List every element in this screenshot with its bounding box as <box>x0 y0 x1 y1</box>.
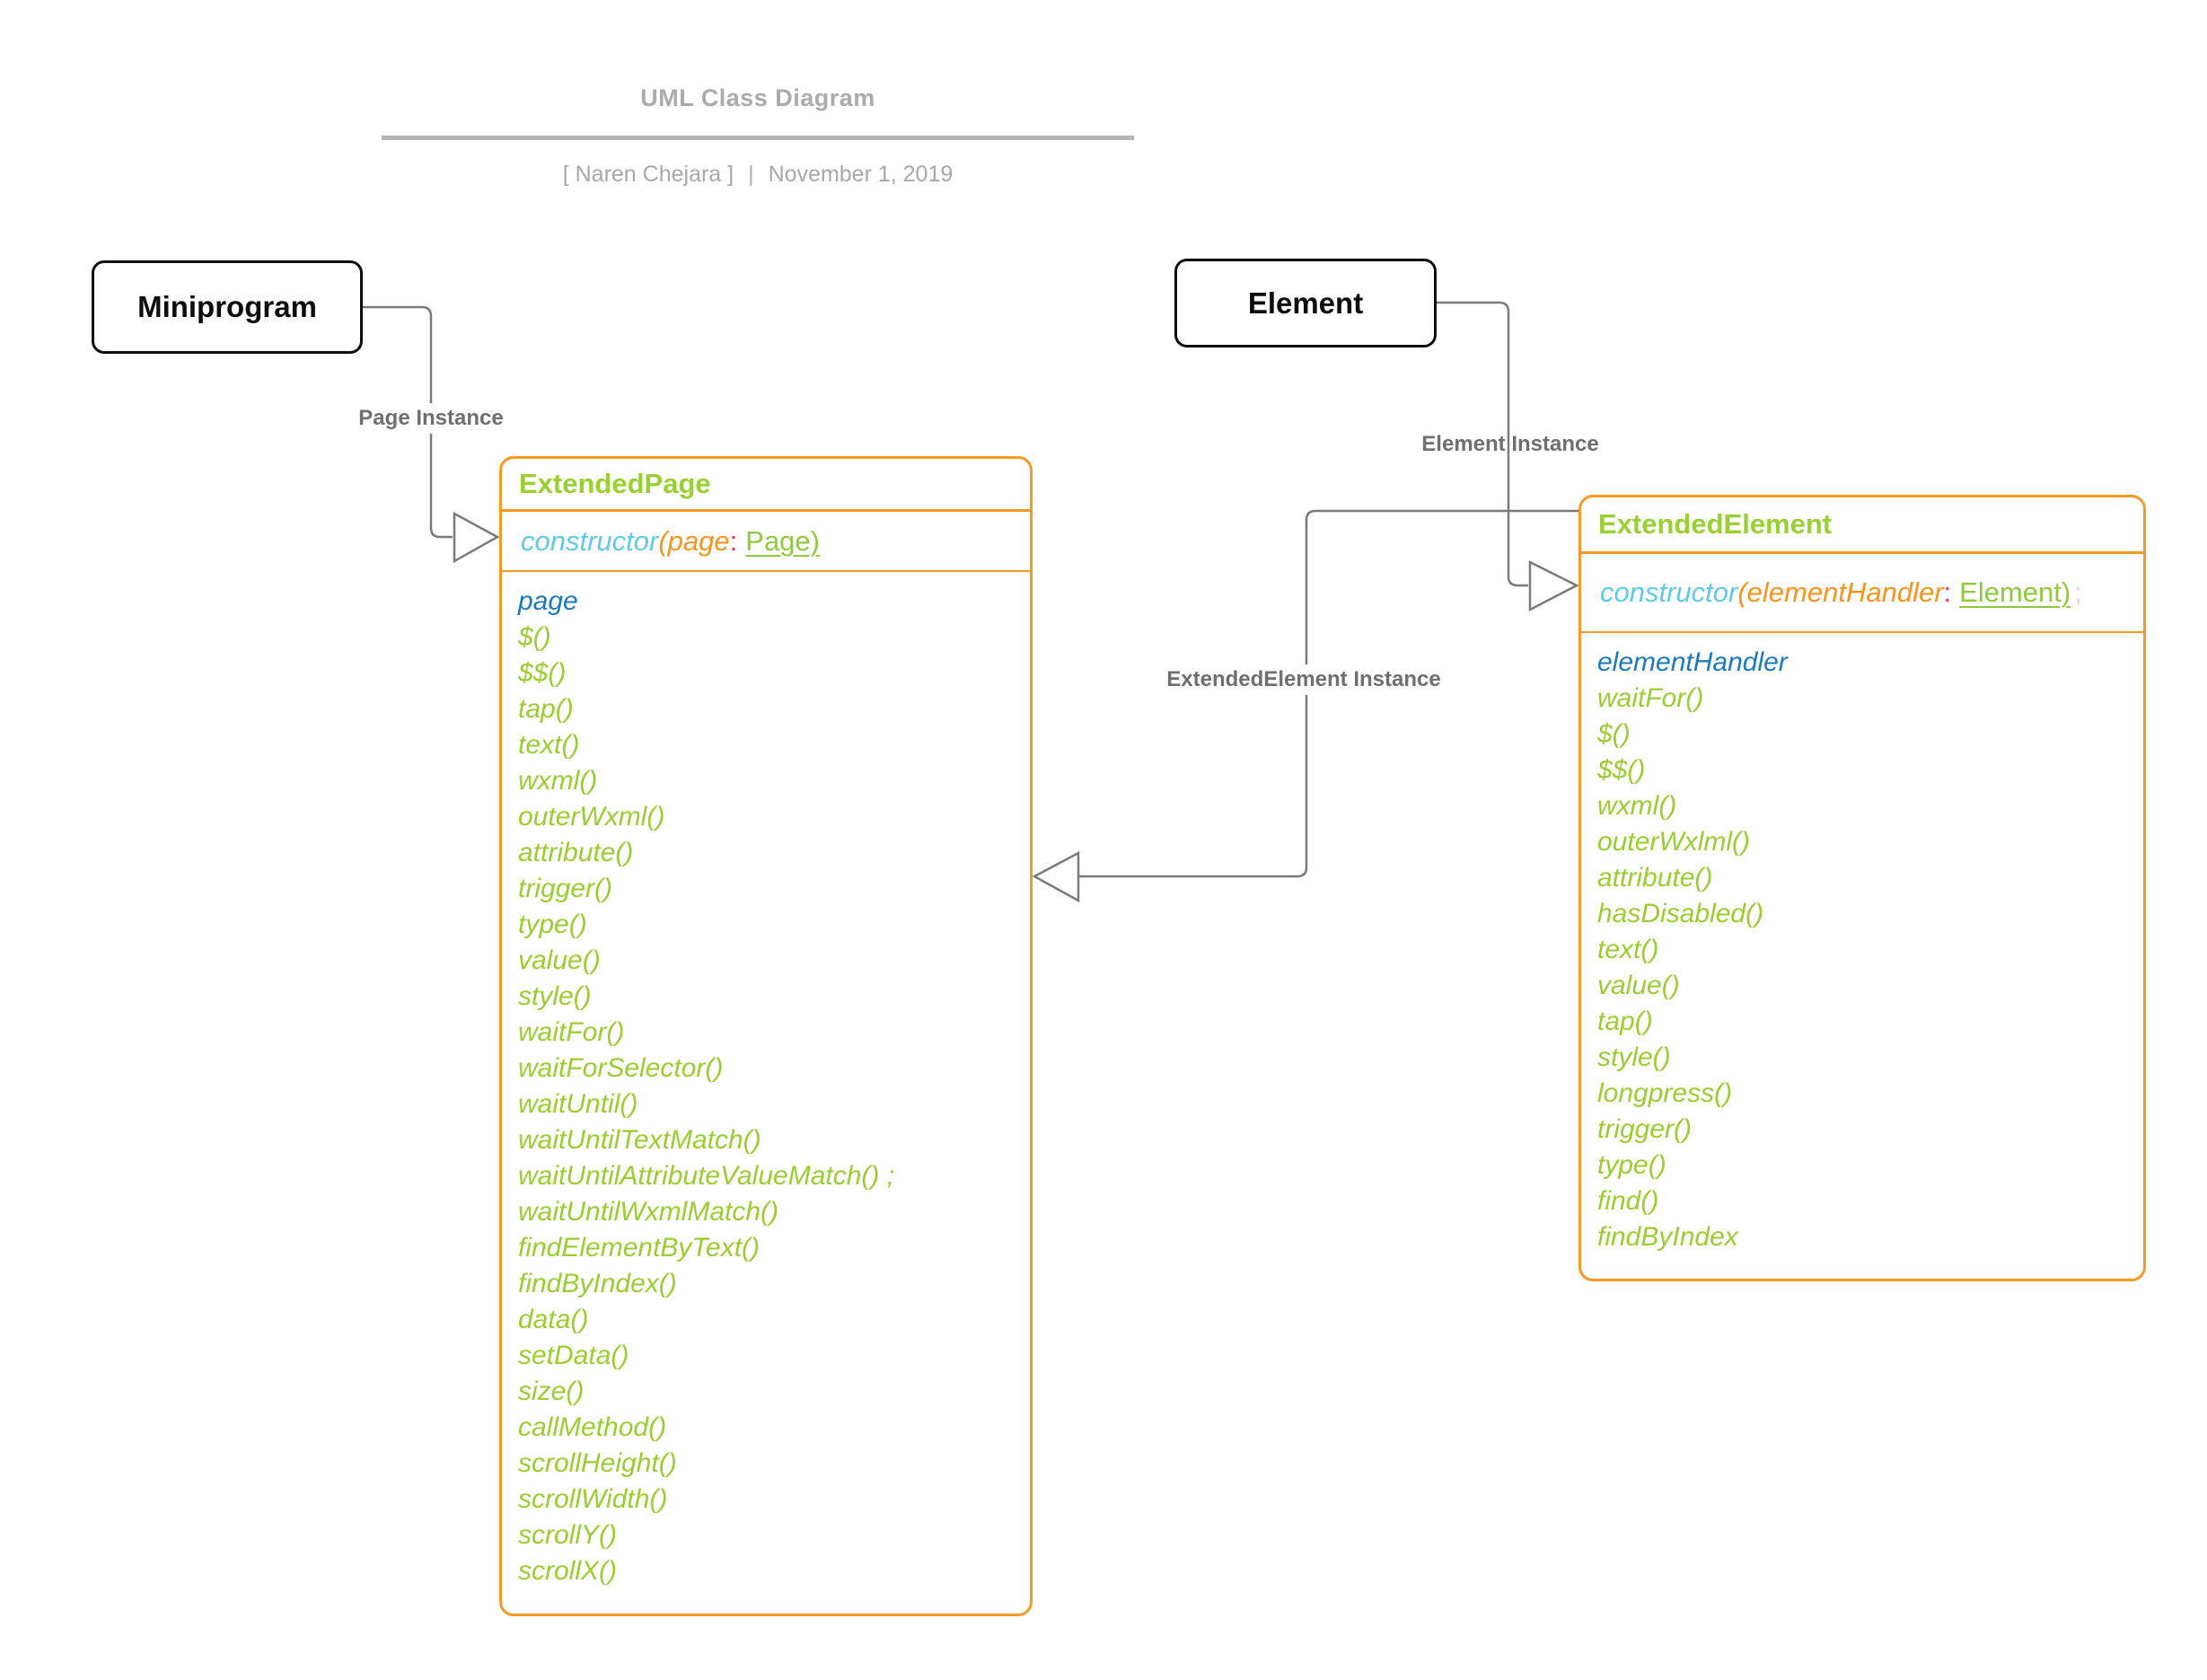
class-box-extended-page: ExtendedPage constructor(page:Page) page… <box>499 456 1033 1616</box>
element-instance-arrowhead-icon <box>1528 559 1579 612</box>
method-item: wxml() <box>518 766 598 796</box>
element-instance-connector <box>1437 301 1528 587</box>
class-name-extended-element: ExtendedElement <box>1581 497 2143 554</box>
method-item: text() <box>1597 935 1659 964</box>
method-item: trigger() <box>1597 1114 1693 1144</box>
method-item: find() <box>1597 1186 1659 1216</box>
method-item: attribute() <box>518 838 634 867</box>
document-date: November 1, 2019 <box>768 162 954 187</box>
method-item: waitFor() <box>518 1017 625 1047</box>
byline-separator: | <box>748 162 754 187</box>
method-item: style() <box>1597 1042 1671 1072</box>
method-item: waitUntil() <box>518 1089 638 1119</box>
method-item: data() <box>518 1305 589 1334</box>
node-element-label: Element <box>1247 286 1364 320</box>
method-item: style() <box>518 981 592 1011</box>
method-item: $() <box>518 622 551 652</box>
constructor-suffix: ; <box>2074 576 2082 608</box>
open-paren: ( <box>1737 576 1747 608</box>
method-item: scrollX() <box>518 1556 617 1586</box>
title-divider <box>382 136 1134 140</box>
property-name: page <box>518 586 578 616</box>
constructor-keyword: constructor <box>521 524 659 557</box>
class-name-extended-page: ExtendedPage <box>502 459 1030 512</box>
method-item: value() <box>1597 971 1680 1000</box>
node-miniprogram: Miniprogram <box>92 260 363 354</box>
method-item: waitUntilTextMatch() <box>518 1125 761 1155</box>
method-item: text() <box>518 730 580 760</box>
constructor-param: elementHandler <box>1746 576 1944 608</box>
method-item: attribute() <box>1597 863 1713 893</box>
method-item: scrollY() <box>518 1520 617 1550</box>
method-item: waitUntilAttributeValueMatch() ; <box>518 1161 895 1191</box>
extended-element-instance-arrowhead-icon <box>1032 850 1080 903</box>
method-item: outerWxlml() <box>1597 827 1750 857</box>
method-item: type() <box>1597 1150 1666 1180</box>
method-item: wxml() <box>1597 791 1677 821</box>
node-element: Element <box>1174 259 1437 347</box>
constructor-param: page <box>667 524 730 557</box>
method-item: $$() <box>1597 755 1646 785</box>
method-item: findElementByText() <box>518 1233 761 1262</box>
relation-label-page-instance: Page Instance <box>352 403 510 434</box>
method-item: $() <box>1597 719 1631 749</box>
colon: : <box>1943 576 1952 608</box>
type-link-page[interactable]: Page) <box>745 524 820 557</box>
method-item: longpress() <box>1597 1078 1733 1108</box>
method-item: value() <box>518 946 601 975</box>
class-box-extended-element: ExtendedElement constructor(elementHandl… <box>1578 495 2146 1281</box>
relation-label-element-instance: Element Instance <box>1421 432 1599 456</box>
method-item: hasDisabled() <box>1597 899 1764 928</box>
type-link-element[interactable]: Element) <box>1959 576 2071 608</box>
method-item: type() <box>518 910 587 939</box>
members-extended-page: page $() $$() tap() text() wxml() outerWxml()… <box>502 572 1030 1614</box>
node-miniprogram-label: Miniprogram <box>137 290 317 323</box>
method-item: outerWxml() <box>518 802 665 831</box>
constructor-row-extended-page: constructor(page:Page) <box>502 512 1030 572</box>
method-item: waitUntilWxmlMatch() <box>518 1197 779 1227</box>
colon: : <box>729 524 738 557</box>
byline: [ Naren Chejara ] | November 1, 2019 <box>309 162 1207 188</box>
open-paren: ( <box>658 524 668 557</box>
method-item: $$() <box>518 658 567 688</box>
page-title: UML Class Diagram <box>640 84 875 111</box>
method-item: callMethod() <box>518 1412 667 1442</box>
method-item: tap() <box>518 694 574 724</box>
members-extended-element: elementHandler waitFor() $() $$() wxml() out… <box>1581 633 2143 1279</box>
author-name: [ Naren Chejara ] <box>562 162 734 187</box>
method-item: scrollWidth() <box>518 1484 668 1514</box>
method-item: findByIndex() <box>518 1269 677 1298</box>
constructor-keyword: constructor <box>1600 576 1738 608</box>
method-item: size() <box>518 1377 585 1406</box>
method-item: trigger() <box>518 874 613 903</box>
method-item: waitFor() <box>1597 683 1704 713</box>
method-item: waitForSelector() <box>518 1053 724 1083</box>
method-item: scrollHeight() <box>518 1448 677 1478</box>
constructor-row-extended-element: constructor(elementHandler:Element); <box>1581 554 2143 633</box>
method-item: tap() <box>1597 1007 1653 1036</box>
relation-label-extended-element-instance: ExtendedElement Instance <box>1160 664 1447 695</box>
method-item: findByIndex <box>1597 1222 1738 1252</box>
method-item: setData() <box>518 1341 629 1370</box>
page-instance-arrowhead-icon <box>453 511 500 564</box>
property-name: elementHandler <box>1597 647 1788 677</box>
